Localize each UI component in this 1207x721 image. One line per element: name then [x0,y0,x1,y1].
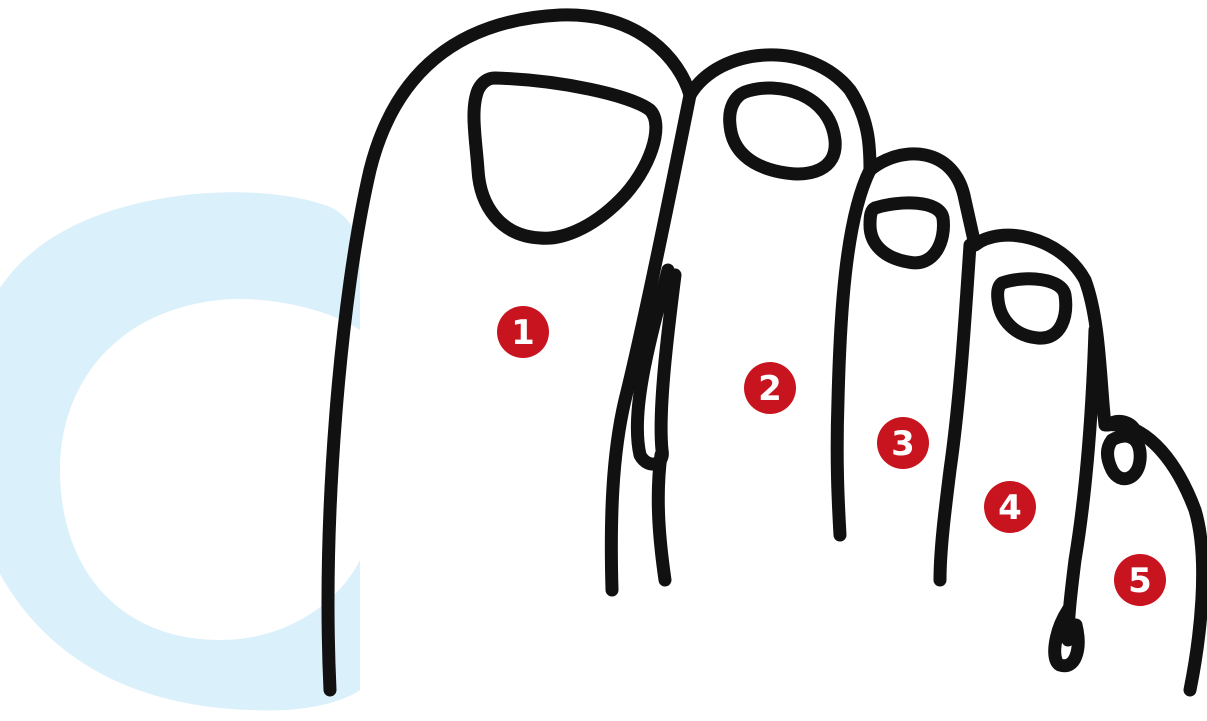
toe-marker-5: 5 [1114,554,1166,606]
toe4-right-line [1068,330,1095,640]
foot-outline [328,15,1203,690]
toe-marker-2: 2 [744,362,796,414]
marker-label-1: 1 [511,313,535,353]
marker-label-3: 3 [891,424,915,464]
toe3-nail [870,203,943,263]
toe3-right-line [940,245,970,580]
toe-marker-3: 3 [877,417,929,469]
toenails [474,78,1066,338]
toe-marker-4: 4 [984,481,1036,533]
toe4-nail [998,279,1066,338]
toe1-nail [474,78,656,238]
swirl-outer-arm [0,192,360,710]
toe2-left-line [658,455,665,580]
swirl-decoration [0,192,360,710]
swirl-inner-arm [115,385,297,553]
toe2-nail [730,88,836,174]
marker-label-4: 4 [998,488,1022,528]
toe5-nail [1108,436,1141,479]
toe-marker-1: 1 [497,306,549,358]
marker-label-5: 5 [1128,561,1152,601]
marker-label-2: 2 [758,369,782,409]
